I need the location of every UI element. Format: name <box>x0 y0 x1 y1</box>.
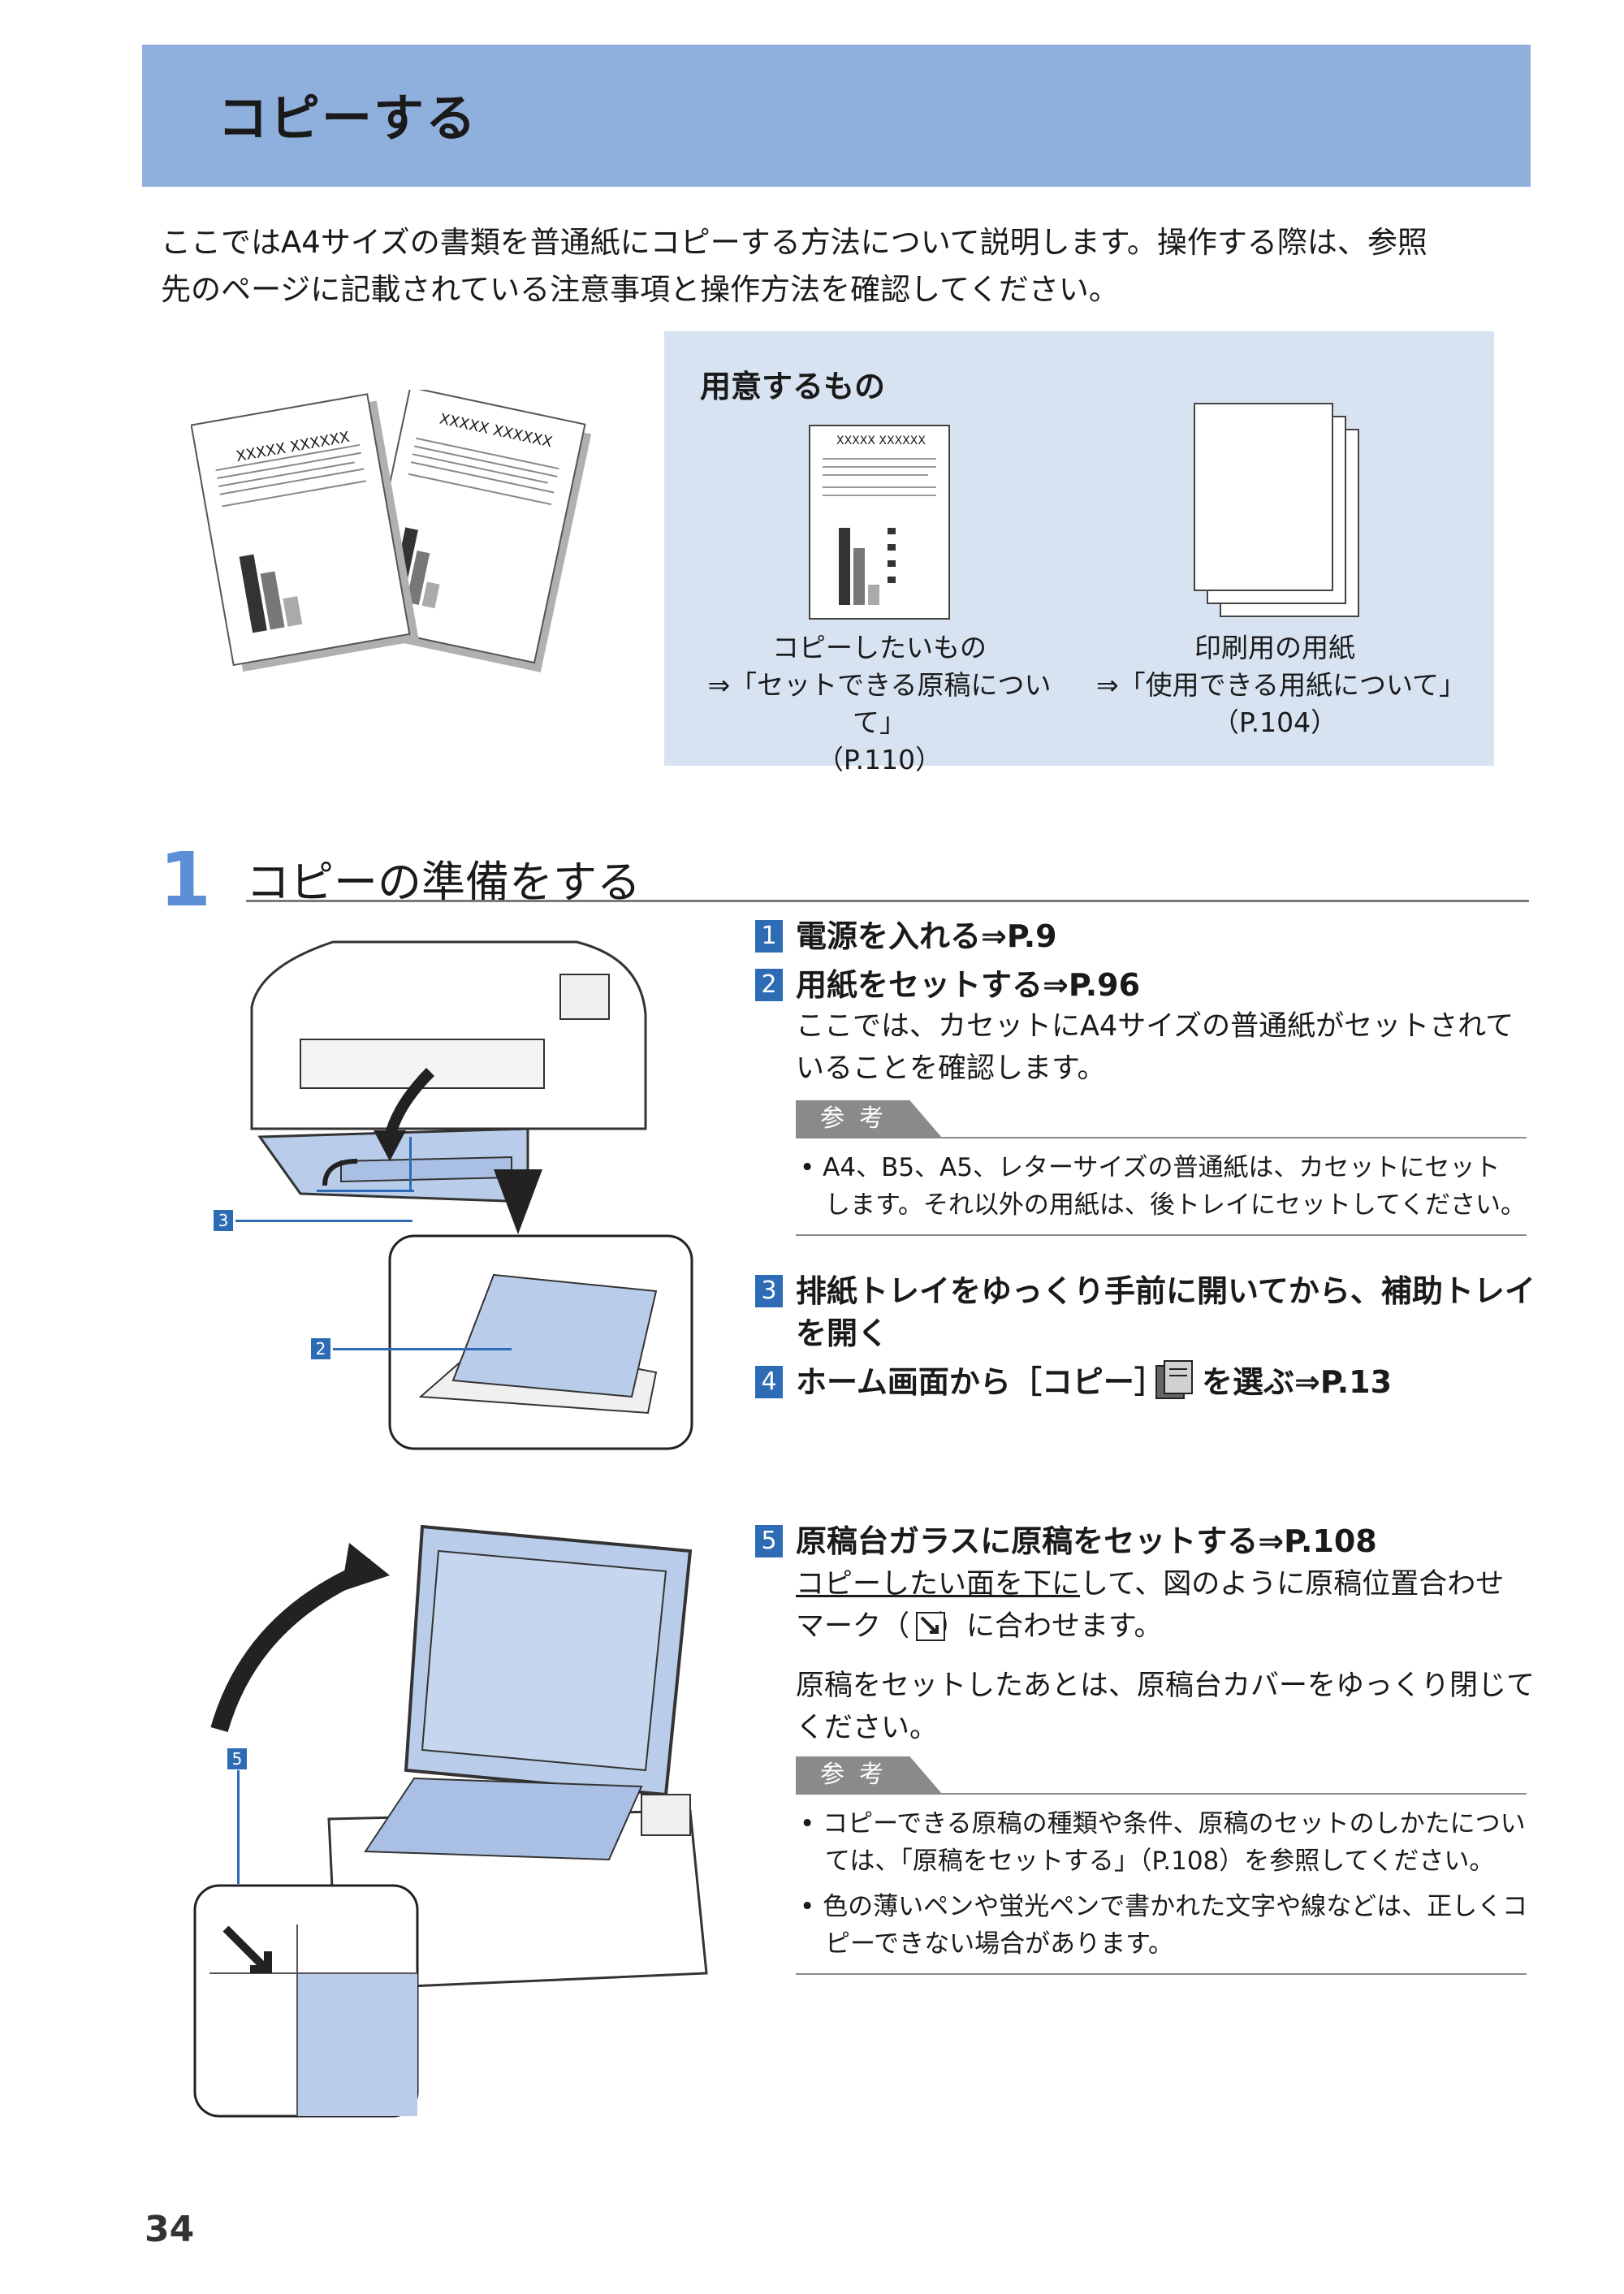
step-2-desc-1: ここでは、カセットにA4サイズの普通紙がセットされて <box>796 1010 1514 1043</box>
note-rule-bottom-1 <box>796 1234 1527 1236</box>
prep-right-caption-3: （P.104） <box>1212 706 1338 738</box>
callout-line-3c <box>235 1220 412 1222</box>
prep-heading: 用意するもの <box>700 369 886 404</box>
callout-2: 2 <box>311 1338 330 1359</box>
step-5-text[interactable]: 原稿台ガラスに原稿をセットする⇒P.108 <box>796 1523 1377 1559</box>
page-number: 34 <box>145 2209 195 2250</box>
step-5-desc-2: マーク（ ）に合わせます。 <box>796 1610 1163 1643</box>
prep-doc-header: XXXXX XXXXXX <box>836 434 926 447</box>
page-title: コピーする <box>218 89 478 148</box>
step-4-text-b[interactable]: を選ぶ⇒P.13 <box>1202 1364 1393 1400</box>
documents-illustration <box>191 390 592 672</box>
step-badge-3: 3 <box>755 1275 783 1307</box>
section-number: 1 <box>159 836 212 923</box>
prep-left-caption-1: コピーしたいもの <box>772 632 987 663</box>
prep-left-caption-3: （P.110） <box>816 744 943 775</box>
step-2-text[interactable]: 用紙をセットする⇒P.96 <box>796 967 1141 1003</box>
note-tag-2: 参考 <box>796 1756 942 1794</box>
callout-5: 5 <box>227 1748 247 1769</box>
scanner-illustration <box>210 1524 708 1991</box>
printer-tray-illustration <box>250 940 647 1203</box>
note-1-line-2: します。それ以外の用紙は、後トレイにセットしてください。 <box>800 1190 1527 1220</box>
alignment-mark-icon <box>916 1612 945 1641</box>
callout-line-3b <box>409 1137 412 1192</box>
note-1-line-1: • A4、B5、A5、レターサイズの普通紙は、カセットにセット <box>800 1153 1501 1182</box>
copy-icon <box>1155 1360 1193 1399</box>
step-4-text-a: ホーム画面から［コピー］ <box>796 1364 1165 1400</box>
callout-3: 3 <box>214 1210 233 1231</box>
prep-left-caption-2[interactable]: ⇒「セットできる原稿について」 <box>707 669 1052 738</box>
step-badge-2: 2 <box>755 969 783 1001</box>
section-title: コピーの準備をする <box>246 857 641 908</box>
cassette-inset-illustration <box>388 1169 693 1450</box>
callout-line-5 <box>237 1770 240 1884</box>
note-2b-line-1: • 色の薄いペンや蛍光ペンで書かれた文字や線などは、正しくコ <box>800 1892 1528 1921</box>
note-rule-top-2 <box>796 1793 1527 1795</box>
step-5-desc-underlined: コピーしたい面を下に <box>796 1568 1081 1601</box>
callout-line-3 <box>317 1190 414 1192</box>
intro-line-2: 先のページに記載されている注意事項と操作方法を確認してください。 <box>161 272 1119 307</box>
note-rule-top-1 <box>796 1137 1527 1138</box>
step-5-desc-3: 原稿をセットしたあとは、原稿台カバーをゆっくり閉じて <box>796 1670 1535 1702</box>
prep-right-caption-1: 印刷用の用紙 <box>1194 632 1355 663</box>
section-divider <box>246 900 1529 902</box>
step-3-text-1: 排紙トレイをゆっくり手前に開いてから、補助トレイ <box>796 1273 1535 1309</box>
step-badge-5: 5 <box>755 1525 783 1557</box>
step-3-text-2: を開く <box>796 1315 889 1351</box>
step-badge-1: 1 <box>755 920 783 953</box>
note-tag-1: 参考 <box>796 1100 942 1138</box>
callout-line-2 <box>333 1348 512 1350</box>
note-rule-bottom-2 <box>796 1973 1527 1975</box>
title-bar <box>142 45 1531 187</box>
step-5-desc-4: ください。 <box>796 1712 939 1744</box>
step-1-text[interactable]: 電源を入れる⇒P.9 <box>796 918 1057 954</box>
step-badge-4: 4 <box>755 1366 783 1398</box>
intro-line-1: ここではA4サイズの書類を普通紙にコピーする方法について説明します。操作する際は… <box>161 225 1427 260</box>
paper-stack-icon <box>1194 403 1359 617</box>
note-2b-line-2: ピーできない場合があります。 <box>800 1929 1174 1959</box>
step-2-desc-2: いることを確認します。 <box>796 1052 1106 1085</box>
note-2a-line-2: ては、「原稿をセットする」（P.108）を参照してください。 <box>800 1847 1495 1876</box>
original-document-icon <box>809 425 950 620</box>
note-2a-line-1: • コピーできる原稿の種類や条件、原稿のセットのしかたについ <box>800 1809 1526 1838</box>
prep-right-caption-2[interactable]: ⇒「使用できる用紙について」 <box>1096 669 1466 701</box>
alignment-mark-inset <box>193 1884 419 2118</box>
step-5-desc-1-rest: して、図のように原稿位置合わせ <box>1080 1568 1505 1601</box>
